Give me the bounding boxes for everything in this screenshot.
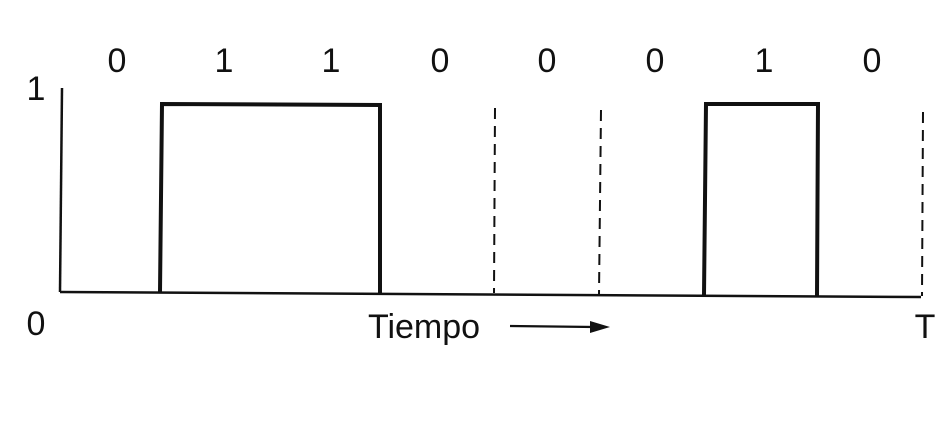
time-arrow-icon bbox=[509, 321, 610, 333]
bit-label-1: 0 bbox=[108, 42, 127, 80]
bit-label-4: 0 bbox=[431, 42, 450, 80]
bit-label-6: 0 bbox=[646, 42, 665, 80]
origin-label: 0 bbox=[27, 305, 46, 343]
y-axis-line bbox=[58, 87, 64, 293]
y-axis-high-label: 1 bbox=[27, 70, 46, 108]
bit-boundary-line bbox=[921, 111, 924, 297]
bit-label-7: 1 bbox=[755, 42, 774, 80]
bit-label-2: 1 bbox=[215, 42, 234, 80]
x-axis-label: Tiempo bbox=[368, 308, 480, 346]
x-axis-line bbox=[59, 290, 922, 299]
bit-boundary-line bbox=[493, 107, 496, 294]
bit-label-8: 0 bbox=[863, 42, 882, 80]
x-axis-end-label: T bbox=[915, 308, 936, 346]
signal-pulse-1 bbox=[158, 101, 382, 293]
bit-boundary-line bbox=[598, 109, 602, 295]
bit-labels: 0 1 1 0 0 0 1 0 bbox=[108, 42, 882, 80]
bit-label-5: 0 bbox=[538, 42, 557, 80]
bit-label-3: 1 bbox=[322, 42, 341, 80]
signal-pulse-2 bbox=[702, 102, 821, 297]
